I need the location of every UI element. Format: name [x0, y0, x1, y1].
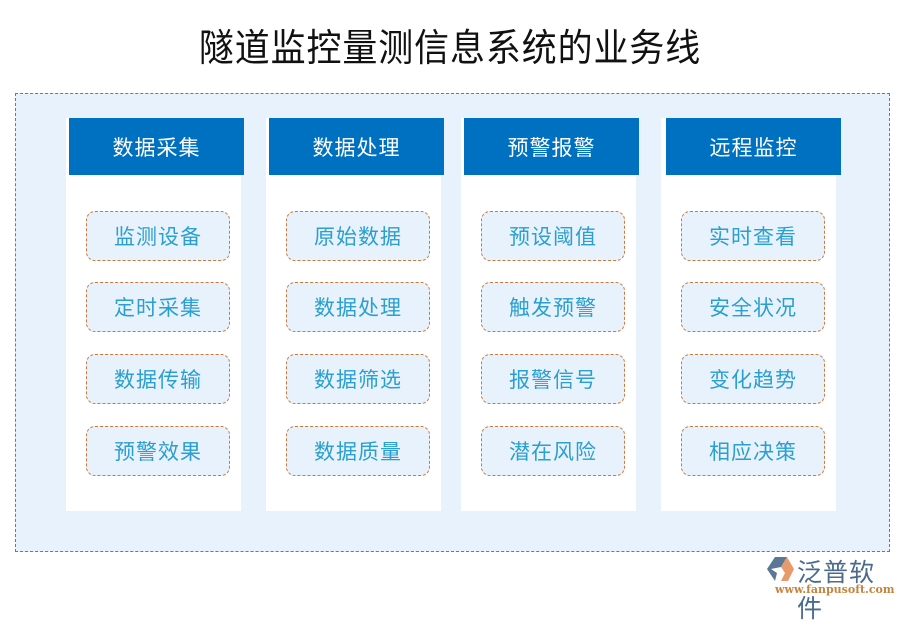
logo-url: www.fanpusoft.com	[775, 583, 895, 596]
column-header: 数据处理	[269, 118, 444, 175]
fanpu-logo-icon	[767, 557, 794, 581]
column-remote-monitoring: 远程监控 实时查看 安全状况 变化趋势 相应决策	[661, 118, 842, 512]
list-item: 变化趋势	[681, 354, 825, 404]
column-data-processing: 数据处理 原始数据 数据处理 数据筛选 数据质量	[266, 118, 445, 512]
column-early-warning: 预警报警 预设阈值 触发预警 报警信号 潜在风险	[461, 118, 640, 512]
column-data-collection: 数据采集 监测设备 定时采集 数据传输 预警效果	[66, 118, 245, 512]
column-header: 预警报警	[464, 118, 639, 175]
list-item: 实时查看	[681, 211, 825, 261]
list-item: 监测设备	[86, 211, 230, 261]
list-item: 数据传输	[86, 354, 230, 404]
list-item: 原始数据	[286, 211, 430, 261]
list-item: 预警效果	[86, 426, 230, 476]
page-title: 隧道监控量测信息系统的业务线	[198, 26, 702, 70]
list-item: 预设阈值	[481, 211, 625, 261]
fanpu-logo: 泛普软件 www.fanpusoft.com	[767, 553, 897, 623]
list-item: 相应决策	[681, 426, 825, 476]
list-item: 触发预警	[481, 282, 625, 332]
list-item: 潜在风险	[481, 426, 625, 476]
list-item: 数据质量	[286, 426, 430, 476]
column-header: 远程监控	[666, 118, 841, 175]
list-item: 定时采集	[86, 282, 230, 332]
list-item: 数据筛选	[286, 354, 430, 404]
column-header: 数据采集	[69, 118, 244, 175]
list-item: 数据处理	[286, 282, 430, 332]
list-item: 安全状况	[681, 282, 825, 332]
list-item: 报警信号	[481, 354, 625, 404]
